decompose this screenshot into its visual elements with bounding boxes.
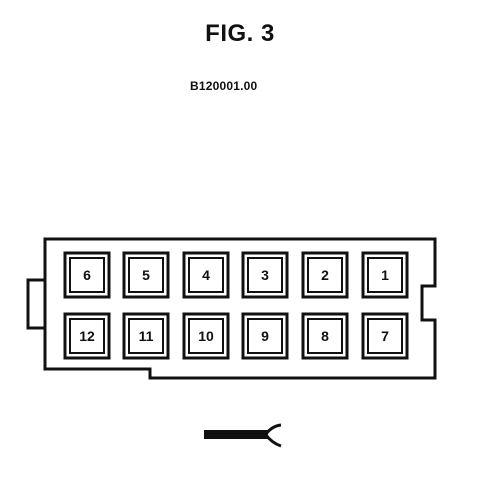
pin-number: 10 <box>198 328 214 344</box>
cavity-inner-box <box>69 318 105 354</box>
cavity-inner-box <box>188 318 224 354</box>
cavity-outer-box <box>122 312 170 360</box>
pin-number: 1 <box>381 267 389 283</box>
pin-cavity-5: 5 <box>122 251 170 299</box>
pin-cavity-4: 4 <box>182 251 230 299</box>
cavity-outer-box <box>301 312 349 360</box>
pin-number: 4 <box>202 267 210 283</box>
cavity-inner-box <box>307 318 343 354</box>
cavity-outer-box <box>301 251 349 299</box>
pin-cavity-1: 1 <box>361 251 409 299</box>
pin-cavity-6: 6 <box>63 251 111 299</box>
cavity-outer-box <box>361 251 409 299</box>
cavity-outer-box <box>241 312 289 360</box>
cavity-inner-box <box>247 318 283 354</box>
cavity-inner-box <box>128 257 164 293</box>
pin-cavity-8: 8 <box>301 312 349 360</box>
cavity-outer-box <box>122 251 170 299</box>
pin-cavity-3: 3 <box>241 251 289 299</box>
pin-cavity-9: 9 <box>241 312 289 360</box>
pin-number: 7 <box>381 328 389 344</box>
cavity-inner-box <box>247 257 283 293</box>
pin-cavity-12: 12 <box>63 312 111 360</box>
cavity-outer-box <box>361 312 409 360</box>
pin-cavity-7: 7 <box>361 312 409 360</box>
cavity-outer-box <box>182 251 230 299</box>
reference-code: B120001.00 <box>190 79 258 93</box>
pin-cavity-10: 10 <box>182 312 230 360</box>
wire-terminal-icon <box>204 423 282 448</box>
cavity-inner-box <box>128 318 164 354</box>
cavity-outer-box <box>182 312 230 360</box>
cavity-outer-box <box>241 251 289 299</box>
pin-cavity-2: 2 <box>301 251 349 299</box>
cavity-inner-box <box>367 257 403 293</box>
pin-number: 5 <box>142 267 150 283</box>
pin-number: 11 <box>139 328 154 344</box>
pin-number: 9 <box>261 328 269 344</box>
pin-number: 3 <box>261 267 269 283</box>
pin-number: 12 <box>79 328 95 344</box>
cavity-outer-box <box>63 251 111 299</box>
figure-title: FIG. 3 <box>205 20 275 47</box>
pin-number: 2 <box>321 267 329 283</box>
cavity-inner-box <box>367 318 403 354</box>
pin-cavity-11: 11 <box>122 312 170 360</box>
connector-housing <box>43 237 437 380</box>
cavity-inner-box <box>188 257 224 293</box>
cavity-outer-box <box>63 312 111 360</box>
cavity-inner-box <box>69 257 105 293</box>
latch-tab <box>26 278 45 330</box>
pin-number: 8 <box>321 328 329 344</box>
cavity-grid: 6 5 4 3 2 1 12 11 10 9 8 7 <box>63 251 409 360</box>
cavity-inner-box <box>307 257 343 293</box>
pin-number: 6 <box>83 267 91 283</box>
